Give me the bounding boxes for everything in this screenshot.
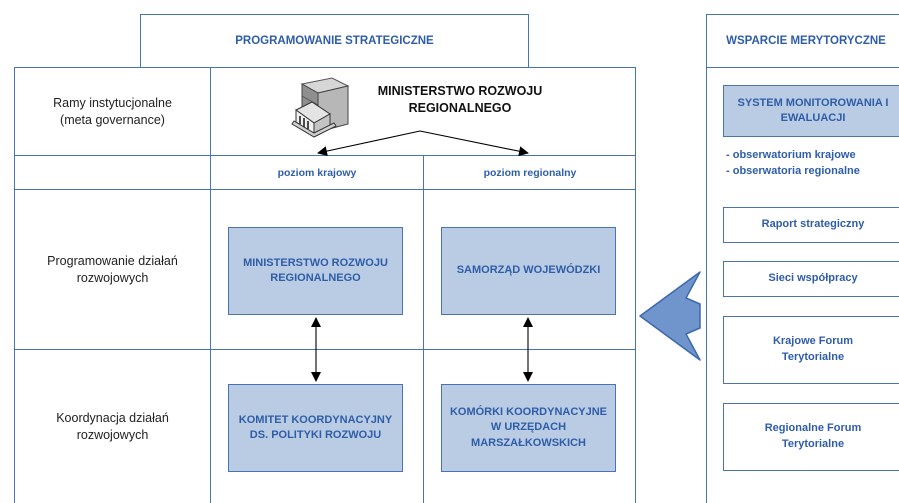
regional-coordination-line1: KOMÓRKI KOORDYNACYJNE xyxy=(449,405,608,418)
row-label-institutional-line1: Ramy instytucjonalne xyxy=(53,95,172,110)
substantive-support-header-box xyxy=(706,14,899,68)
cooperation-networks-box: Sieci współpracy xyxy=(723,261,899,297)
monitoring-system-box: SYSTEM MONITOROWANIA I EWALUACJI xyxy=(723,85,899,137)
observatory-regional: - obserwatoria regionalne xyxy=(726,164,860,177)
row-label-programming-line1: Programowanie działań xyxy=(47,253,178,268)
row-label-coordination: Koordynacja działań rozwojowych xyxy=(15,350,210,503)
national-coordination-line1: KOMITET KOORDYNACYJNY xyxy=(238,413,393,426)
regional-coordination-line3: MARSZAŁKOWSKICH xyxy=(471,436,586,449)
regional-programming-line1: SAMORZĄD WOJEWÓDZKI xyxy=(456,264,601,277)
row-label-programming-line2: rozwojowych xyxy=(76,270,149,285)
regional-forum-line1: Regionalne Forum xyxy=(764,422,862,435)
regional-forum-line2: Terytorialne xyxy=(781,438,845,450)
row-label-coordination-line2: rozwojowych xyxy=(76,427,149,442)
national-forum-line2: Terytorialne xyxy=(781,351,845,363)
monitoring-system-line1: SYSTEM MONITOROWANIA I xyxy=(737,96,889,109)
ministry-title-line2: REGIONALNEGO xyxy=(408,101,512,115)
monitoring-system-line2: EWALUACJI xyxy=(780,112,846,124)
grid-divider-row-3 xyxy=(14,349,636,350)
strategic-programming-header-box xyxy=(140,14,529,68)
regional-programming-box: SAMORZĄD WOJEWÓDZKI xyxy=(441,227,616,315)
regional-coordination-box: KOMÓRKI KOORDYNACYJNE W URZĘDACH MARSZAŁ… xyxy=(441,384,616,472)
regional-territorial-forum-box: Regionalne Forum Terytorialne xyxy=(723,403,899,471)
row-label-institutional-framework: Ramy instytucjonalne (meta governance) xyxy=(15,68,210,155)
strategic-report-box: Raport strategiczny xyxy=(723,207,899,243)
level-regional-label: poziom regionalny xyxy=(483,166,577,179)
national-programming-line2: REGIONALNEGO xyxy=(270,272,361,284)
level-national-label: poziom krajowy xyxy=(277,166,357,179)
observatory-national: - obserwatorium krajowe xyxy=(726,149,856,161)
row-label-coordination-line1: Koordynacja działań xyxy=(56,410,169,425)
substantive-support-header: WSPARCIE MERYTORYCZNE xyxy=(726,35,886,47)
national-programming-line1: MINISTERSTWO ROZWOJU xyxy=(243,256,388,269)
row-label-institutional-line2: (meta governance) xyxy=(60,112,165,127)
national-coordination-line2: DS. POLITYKI ROZWOJU xyxy=(249,429,382,441)
national-programming-box: MINISTERSTWO ROZWOJU REGIONALNEGO xyxy=(228,227,403,315)
grid-divider-level-columns xyxy=(423,155,424,503)
national-coordination-box: KOMITET KOORDYNACYJNY DS. POLITYKI ROZWO… xyxy=(228,384,403,472)
ministry-title-line1: MINISTERSTWO ROZWOJU xyxy=(377,84,543,99)
row-label-programming: Programowanie działań rozwojowych xyxy=(15,190,210,349)
strategic-programming-header: PROGRAMOWANIE STRATEGICZNE xyxy=(235,35,434,47)
ministry-building-icon xyxy=(288,76,352,138)
national-territorial-forum-box: Krajowe Forum Terytorialne xyxy=(723,316,899,384)
grid-divider-label-column xyxy=(210,67,211,503)
national-forum-line1: Krajowe Forum xyxy=(772,335,854,348)
regional-coordination-line2: W URZĘDACH xyxy=(490,421,567,434)
grid-divider-row-2 xyxy=(14,189,636,190)
observatories-list: - obserwatorium krajowe - obserwatoria r… xyxy=(726,148,899,180)
ministry-title: MINISTERSTWO ROZWOJU REGIONALNEGO xyxy=(360,80,560,120)
support-flow-arrow-icon xyxy=(639,271,701,361)
